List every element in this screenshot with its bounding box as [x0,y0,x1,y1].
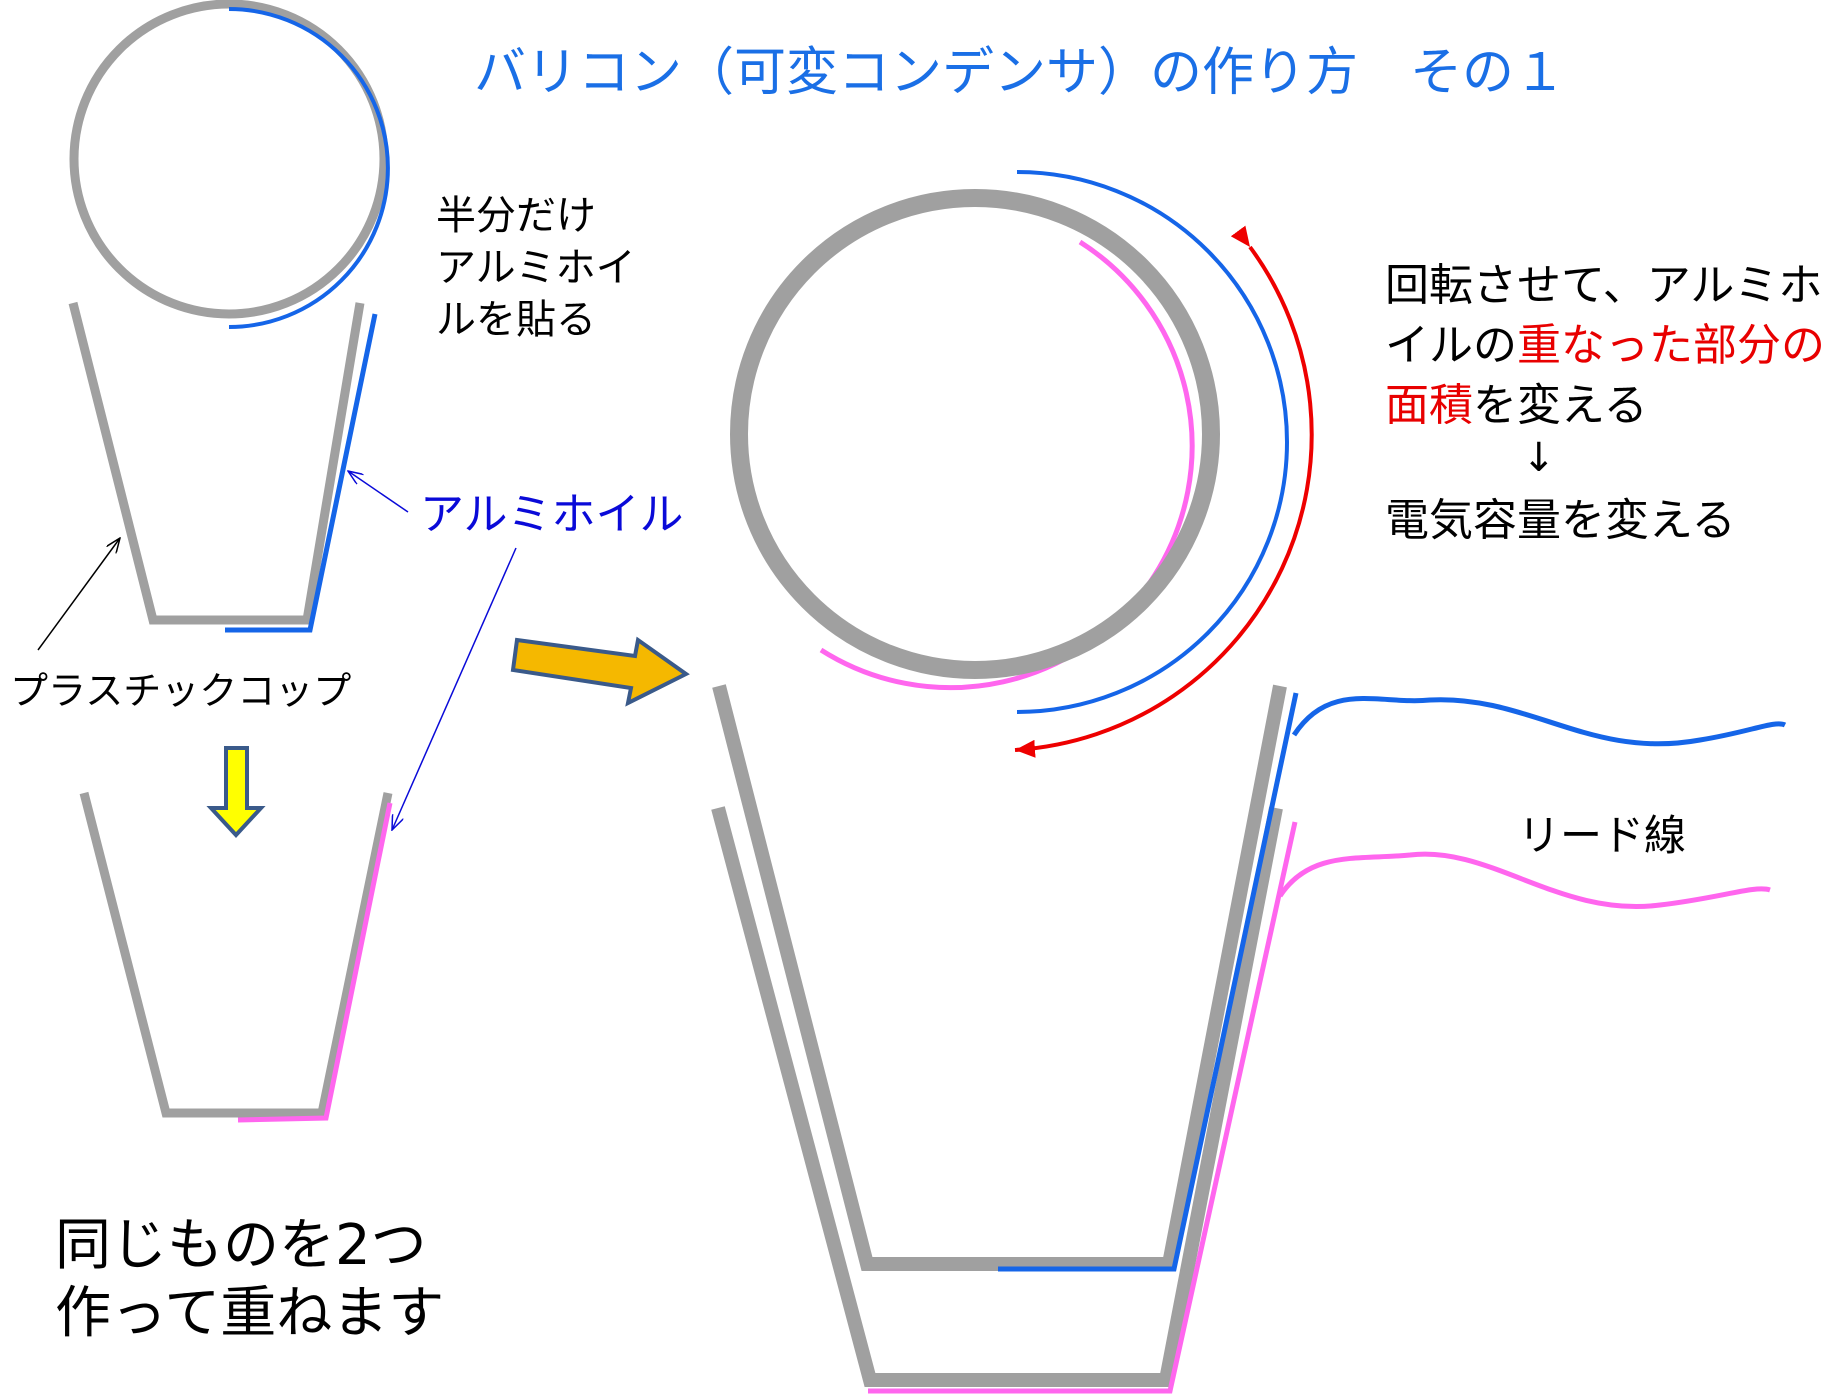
note-line: 同じものを2つ [55,1213,427,1278]
make-two-note: 同じものを2つ 作って重ねます [55,1212,444,1348]
note-line: ルを貼る [436,297,596,343]
top-view-single-cup [69,0,390,329]
right-arrow-icon [510,636,690,707]
note-line: 面積を変える [1385,376,1825,436]
down-arrow-icon [206,746,266,838]
aluminum-foil-label: アルミホイル [420,489,684,540]
pointer-to-cup [37,538,120,651]
cup-upper-left [68,301,378,633]
note-line: イルの重なった部分の [1385,316,1825,376]
blue-foil-arc [1016,170,1289,714]
foil-strip-pink [237,802,393,1123]
lead-wire-blue [1291,696,1787,747]
stacked-cups-side-view [711,684,1299,1394]
note-line: 回転させて、アルミホ [1385,260,1823,311]
rotate-note: 回転させて、アルミホ イルの重なった部分の 面積を変える [1385,256,1825,436]
highlight-text: 面積 [1385,380,1473,431]
note-text: を変える [1473,380,1648,431]
inner-foil-blue [998,692,1299,1272]
plastic-cup-label: プラスチックコップ [10,669,352,713]
result-arrow: ↓ [1522,435,1556,481]
rotation-arrow [1014,225,1314,758]
note-line: 作って重ねます [55,1281,445,1346]
outer-foil-pink [868,821,1298,1394]
outer-cup-rim-circle [730,189,1220,679]
cup-side-view [68,301,365,625]
half-foil-note: 半分だけ アルミホイ ルを貼る [436,190,636,346]
capacitance-note: 電気容量を変える [1385,495,1736,546]
page-title: バリコン（可変コンデンサ）の作り方 その１ [474,43,1567,103]
foil-strip-blue [225,313,378,633]
highlight-text: 重なった部分の [1517,320,1825,371]
note-line: アルミホイ [436,245,636,291]
inner-cup [712,684,1287,1271]
pointer-to-pink-foil [392,547,517,830]
top-view-stacked-cups [730,170,1314,758]
note-line: 半分だけ [436,193,596,239]
outer-cup [711,806,1283,1387]
lead-wire-pink [1277,851,1771,909]
foil-half-arc-blue [228,7,390,329]
pointer-to-blue-foil [348,471,409,513]
cup-side-view [79,791,393,1118]
cup-lower-left [79,791,393,1123]
lead-wire-label: リード線 [1518,811,1687,860]
pink-foil-arc [819,239,1195,691]
note-text: イルの [1385,320,1517,371]
cup-rim-circle [69,0,389,319]
